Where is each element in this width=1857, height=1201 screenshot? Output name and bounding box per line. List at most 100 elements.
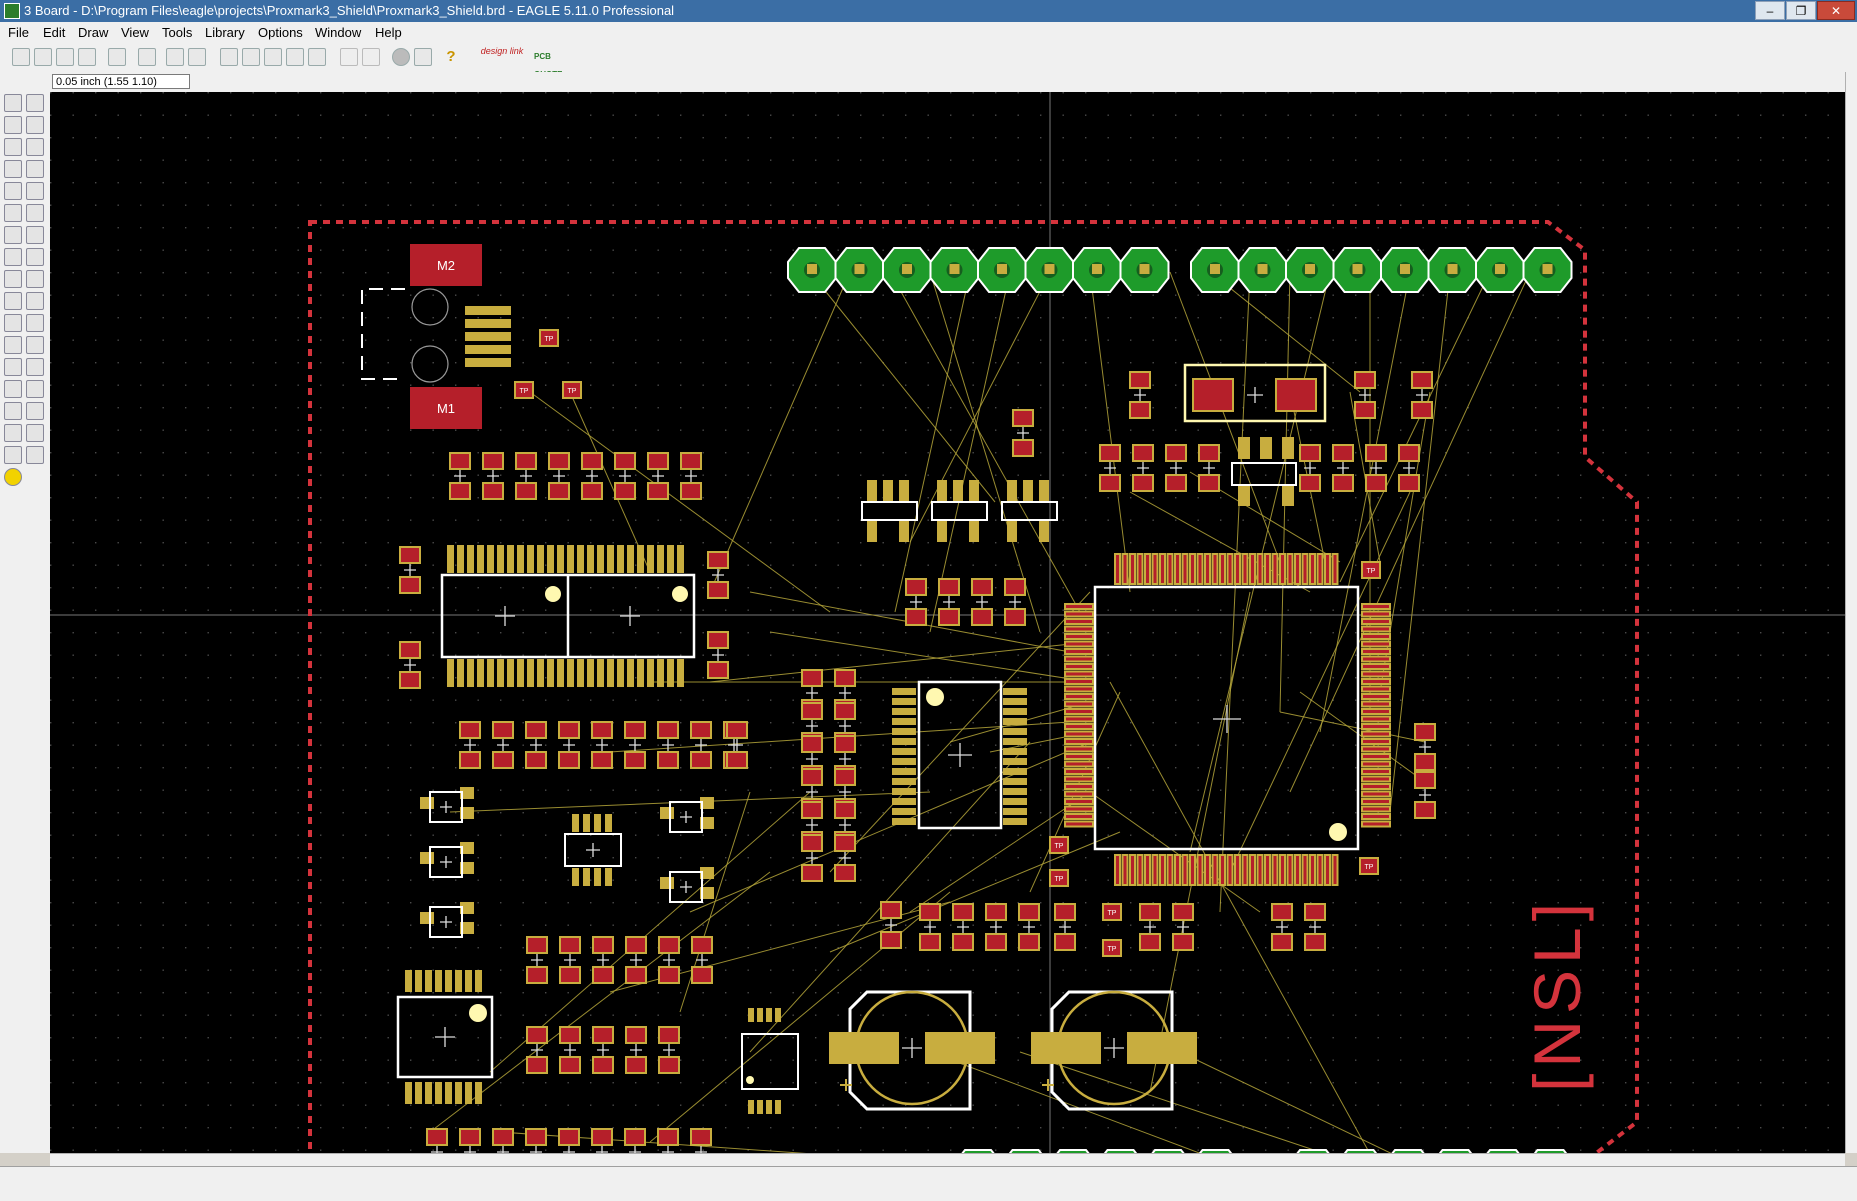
info-tool-icon[interactable] — [4, 94, 22, 112]
test-point — [539, 329, 559, 347]
zoom-select-icon[interactable] — [308, 48, 326, 66]
menu-draw[interactable]: Draw — [78, 25, 109, 40]
replace-tool-icon[interactable] — [4, 248, 22, 266]
mirror-tool-icon[interactable] — [4, 160, 22, 178]
menu-options[interactable]: Options — [258, 25, 303, 40]
zoom-in-icon[interactable] — [242, 48, 260, 66]
pinswap-tool-icon[interactable] — [26, 226, 44, 244]
rect-tool-icon[interactable] — [4, 358, 22, 376]
pcb-quote-icon[interactable]: PCB QUOTE — [534, 52, 562, 79]
ic-pin — [597, 545, 604, 573]
qfp-pin-right — [1361, 775, 1391, 783]
polygon-tool-icon[interactable] — [26, 358, 44, 376]
show-tool-icon[interactable] — [26, 94, 44, 112]
schematic-icon[interactable] — [108, 48, 126, 66]
delete-tool-icon[interactable] — [26, 204, 44, 222]
ripup-tool-icon[interactable] — [26, 292, 44, 310]
qfp-pin-left — [1064, 820, 1094, 828]
zoom-fit-icon[interactable] — [220, 48, 238, 66]
smd-pad — [1260, 437, 1272, 459]
arc-tool-icon[interactable] — [26, 336, 44, 354]
qfp-pin-top — [1181, 553, 1189, 585]
mark-tool-icon[interactable] — [26, 116, 44, 134]
library-icon[interactable] — [138, 48, 156, 66]
qfp-pin-right — [1361, 618, 1391, 625]
lock-tool-icon[interactable] — [4, 270, 22, 288]
cam-icon[interactable] — [78, 48, 96, 66]
ratsnest-tool-icon[interactable] — [26, 424, 44, 442]
resistor-rg1-pad-a — [938, 578, 960, 596]
menu-edit[interactable]: Edit — [43, 25, 66, 40]
resistor-rj1-pad-a — [1332, 444, 1354, 462]
help-icon[interactable]: ? — [446, 48, 456, 65]
resistor-r3-origin — [553, 470, 565, 482]
test-point — [1049, 836, 1069, 854]
resistor-ri2-pad-a — [1165, 444, 1187, 462]
change-tool-icon[interactable] — [26, 182, 44, 200]
smd-pad — [1039, 520, 1049, 542]
move-tool-icon[interactable] — [4, 138, 22, 156]
circle-tool-icon[interactable] — [4, 336, 22, 354]
hole-tool-icon[interactable] — [4, 402, 22, 420]
zoom-out-icon[interactable] — [264, 48, 282, 66]
group-tool-icon[interactable] — [4, 182, 22, 200]
minimize-button[interactable]: – — [1755, 1, 1785, 20]
rn-b5-pad-a — [834, 834, 856, 852]
redraw-icon[interactable] — [286, 48, 304, 66]
resistor-rg2-pad-b — [971, 608, 993, 626]
dimension-tool-icon[interactable] — [4, 424, 22, 442]
via-tool-icon[interactable] — [4, 380, 22, 398]
resistor-rk0-pad-a — [919, 903, 941, 921]
go-icon[interactable] — [414, 48, 432, 66]
split-tool-icon[interactable] — [26, 248, 44, 266]
test-point-label: TP — [1055, 843, 1064, 850]
eagle-app-icon[interactable] — [4, 3, 20, 19]
attribute-tool-icon[interactable] — [26, 402, 44, 420]
signal-tool-icon[interactable] — [26, 380, 44, 398]
redo-icon[interactable] — [362, 48, 380, 66]
ic-pin — [497, 659, 504, 687]
menu-file[interactable]: File — [8, 25, 29, 40]
wire-tool-icon[interactable] — [4, 314, 22, 332]
errors-tool-icon[interactable] — [4, 468, 22, 486]
qfp-pin-bottom — [1316, 854, 1324, 886]
airwire — [929, 271, 1011, 633]
design-link-icon[interactable]: design link — [480, 46, 524, 56]
vertical-scrollbar[interactable] — [1845, 72, 1857, 1153]
resistor-rc4-pad-a — [658, 936, 680, 954]
menu-library[interactable]: Library — [205, 25, 245, 40]
menu-help[interactable]: Help — [375, 25, 402, 40]
copy-tool-icon[interactable] — [26, 138, 44, 156]
maximize-button[interactable]: ❐ — [1786, 1, 1816, 20]
rotate-tool-icon[interactable] — [26, 160, 44, 178]
qfp-pin-right — [1361, 700, 1391, 708]
route-tool-icon[interactable] — [4, 292, 22, 310]
close-button[interactable]: ✕ — [1817, 1, 1855, 20]
script-icon[interactable] — [166, 48, 184, 66]
smd-pad — [700, 797, 714, 809]
text-tool-icon[interactable] — [26, 314, 44, 332]
undo-icon[interactable] — [340, 48, 358, 66]
save-icon[interactable] — [34, 48, 52, 66]
paste-tool-icon[interactable] — [4, 204, 22, 222]
drc-tool-icon[interactable] — [26, 446, 44, 464]
display-tool-icon[interactable] — [4, 116, 22, 134]
resistor-rb4-pad-a — [591, 721, 613, 739]
menu-tools[interactable]: Tools — [162, 25, 193, 40]
rn-a5-pad-a — [801, 834, 823, 852]
add-tool-icon[interactable] — [4, 226, 22, 244]
horizontal-scrollbar[interactable] — [50, 1153, 1845, 1167]
run-icon[interactable] — [188, 48, 206, 66]
auto-tool-icon[interactable] — [4, 446, 22, 464]
menu-view[interactable]: View — [121, 25, 149, 40]
cap-m1-pad-b — [880, 931, 902, 949]
smd-pad — [1039, 480, 1049, 502]
stop-icon[interactable] — [392, 48, 410, 66]
menu-window[interactable]: Window — [315, 25, 362, 40]
optimize-tool-icon[interactable] — [26, 270, 44, 288]
print-icon[interactable] — [56, 48, 74, 66]
rn-b5-origin — [839, 852, 851, 864]
open-icon[interactable] — [12, 48, 30, 66]
